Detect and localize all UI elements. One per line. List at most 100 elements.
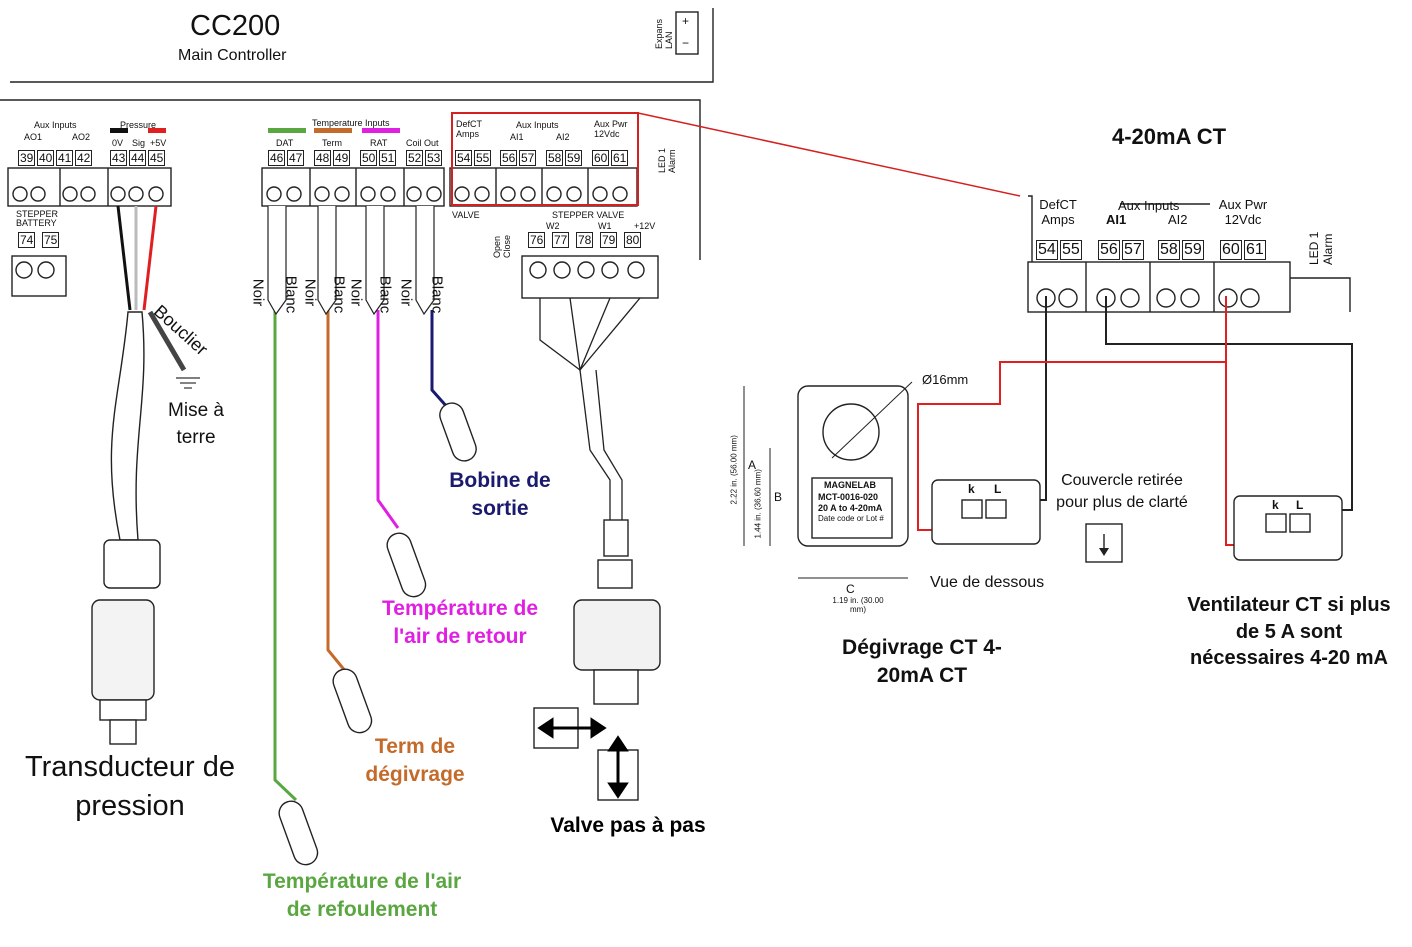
screw-5: [128, 186, 144, 202]
wire-label-noir-1: Noir: [249, 278, 267, 307]
stepper-valve-label: Valve pas à pas: [550, 814, 706, 837]
pressure-5v-label: +5V: [150, 138, 167, 148]
magnelab-dim-c: 1.19 in. (30.00 mm): [832, 596, 884, 614]
terminal-51: 51: [379, 150, 397, 166]
pressure-5v-bar: [148, 128, 166, 133]
wire-label-noir-3: Noir: [347, 278, 365, 307]
ao2-label: AO2: [72, 132, 91, 142]
screw-7: [266, 186, 282, 202]
ground-label: Mise à terre: [168, 400, 224, 448]
screw-6: [148, 186, 164, 202]
fan-ct-l-label: L: [1296, 498, 1304, 512]
w2-label: W2: [546, 221, 560, 231]
terminal-56: 56: [500, 150, 518, 166]
magnelab-note: Date code or Lot #: [818, 514, 884, 523]
ct-terminal-highlight: [451, 112, 639, 206]
screw-15: [454, 186, 470, 202]
valve-label: VALVE: [452, 210, 480, 220]
magnelab-diameter: Ø16mm: [922, 372, 969, 387]
defrost-term-label: Term de dégivrage: [365, 735, 465, 786]
w1-label: W1: [598, 221, 612, 231]
defrost-ct-label: Dégivrage CT 4-20mA CT: [842, 636, 1002, 687]
ct-screw-5: [1180, 288, 1200, 308]
expansion-minus: −: [682, 36, 690, 50]
ct-terminal-54: 54: [1036, 240, 1058, 260]
ct-section-title: 4-20mA CT: [1112, 124, 1227, 149]
screw-10: [334, 186, 350, 202]
ct-screw-3: [1120, 288, 1140, 308]
wire-label-blanc-1: Blanc: [282, 275, 300, 314]
ct-screw-7: [1240, 288, 1260, 308]
valve-screw-0: [529, 261, 547, 279]
terminal-74: 74: [18, 232, 36, 248]
terminal-45: 45: [148, 150, 166, 166]
screw-9: [314, 186, 330, 202]
ct-terminal-55: 55: [1060, 240, 1082, 260]
screw-17: [500, 186, 516, 202]
wire-label-blanc-4: Blanc: [428, 275, 446, 314]
discharge-air-label: Température de l'air de refoulement: [262, 870, 462, 921]
terminal-48: 48: [314, 150, 332, 166]
magnelab-model: MCT-0016-020: [818, 492, 879, 502]
screw-19: [546, 186, 562, 202]
ct-led-label: LED 1 Alarm: [1307, 231, 1335, 265]
ct-terminal-61: 61: [1244, 240, 1266, 260]
led-label: LED 1 Alarm: [657, 147, 677, 173]
dat-label: DAT: [276, 138, 294, 148]
battery-screw-0: [15, 261, 33, 279]
magnelab-brand: MAGNELAB: [824, 480, 876, 490]
battery-screw-1: [37, 261, 55, 279]
terminal-58: 58: [546, 150, 564, 166]
terminal-54: 54: [455, 150, 473, 166]
wire-label-noir-2: Noir: [301, 278, 319, 307]
shield-wire: [147, 310, 187, 372]
ct-k-label: k: [968, 482, 975, 496]
coil-out-sensor-label: Bobine de sortie: [449, 469, 551, 520]
terminal-76: 76: [528, 232, 546, 248]
screw-3: [80, 186, 96, 202]
screw-16: [474, 186, 490, 202]
controller-title: CC200: [190, 10, 281, 42]
stepper-valve-icon: [533, 519, 661, 801]
screw-14: [426, 186, 442, 202]
term-color-bar: [314, 128, 352, 133]
wire-label-blanc-2: Blanc: [330, 275, 348, 314]
terminal-49: 49: [333, 150, 351, 166]
terminal-75: 75: [42, 232, 60, 248]
ct-terminal-59: 59: [1182, 240, 1204, 260]
ai2-label: AI2: [556, 132, 570, 142]
zoom-connector-line: [637, 112, 1021, 197]
rat-sensor-icon: [386, 532, 427, 598]
pressure-sig-label: Sig: [132, 138, 146, 148]
ct-ai1-label: AI1: [1106, 212, 1127, 227]
terminal-39: 39: [18, 150, 36, 166]
fan-ct-k-label: k: [1272, 498, 1279, 512]
ct-screw-1: [1058, 288, 1078, 308]
terminal-55: 55: [474, 150, 492, 166]
valve-screw-2: [577, 261, 595, 279]
pressure-0v-bar: [110, 128, 128, 133]
term-sensor-icon: [332, 668, 373, 734]
terminal-43: 43: [110, 150, 128, 166]
temperature-header: Temperature Inputs: [312, 118, 390, 128]
expansion-label: Expans LAN: [654, 18, 674, 49]
magnelab-ct-icon: [797, 385, 909, 547]
wire-label-blanc-3: Blanc: [376, 275, 394, 314]
valve-screw-3: [601, 261, 619, 279]
aux-in-header: Aux Inputs: [516, 120, 559, 130]
terminal-78: 78: [576, 232, 594, 248]
screw-21: [592, 186, 608, 202]
screw-11: [360, 186, 376, 202]
ct-aux-inputs-header: Aux Inputs: [1118, 198, 1180, 213]
screw-0: [12, 186, 28, 202]
ct-terminal-57: 57: [1122, 240, 1144, 260]
terminal-47: 47: [287, 150, 305, 166]
dat-sensor-icon: [278, 800, 319, 866]
terminal-44: 44: [129, 150, 147, 166]
magnelab-range: 20 A to 4-20mA: [818, 503, 883, 513]
rat-label: RAT: [370, 138, 388, 148]
stepper-battery-header: STEPPER BATTERY: [16, 209, 59, 228]
screw-20: [566, 186, 582, 202]
cover-removed-label: Couvercle retirée pour plus de clarté: [1056, 472, 1188, 512]
